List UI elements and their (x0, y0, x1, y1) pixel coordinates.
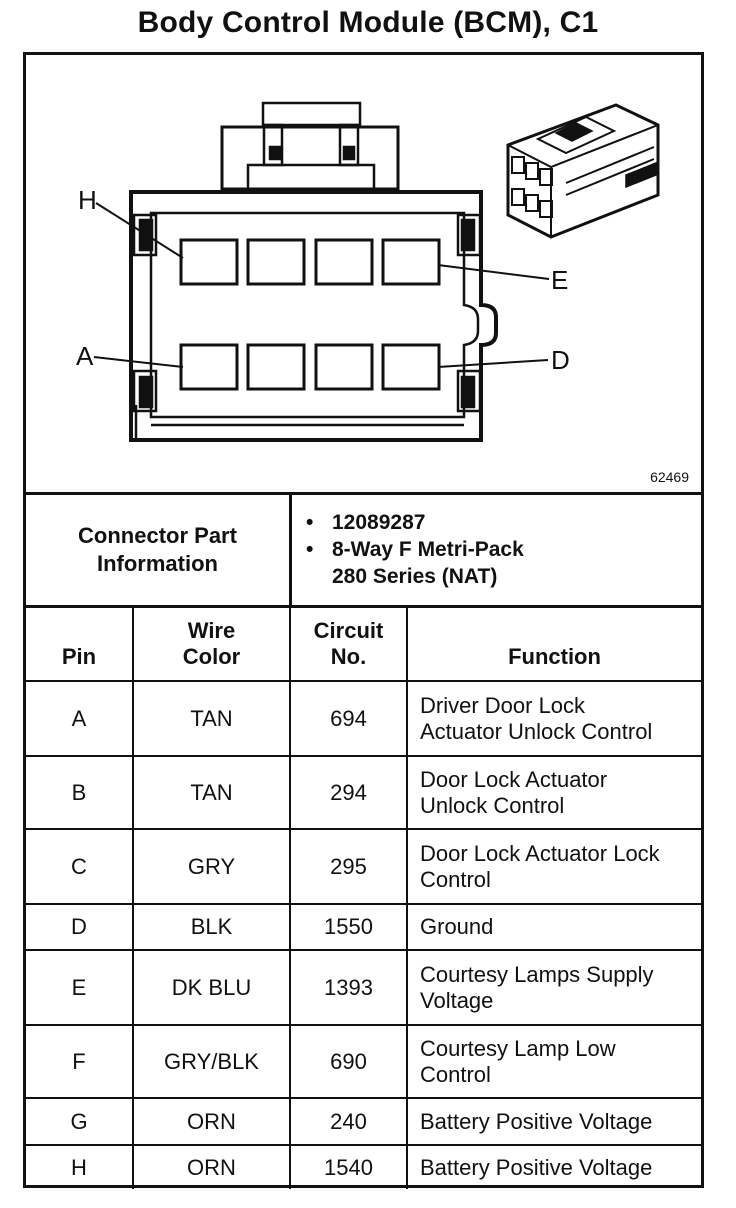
wire-color-cell: GRY (132, 828, 291, 905)
circuit-cell: 240 (289, 1097, 408, 1146)
header-circuit-line1: Circuit (313, 618, 384, 643)
wire-color-cell: DK BLU (132, 949, 291, 1026)
header-wire-line2: Color (182, 644, 241, 669)
circuit-cell: 1550 (289, 903, 408, 951)
connector-face-drawing (93, 101, 660, 442)
header-pin: Pin (26, 608, 134, 682)
function-cell: Battery Positive Voltage (406, 1144, 701, 1189)
pin-cell: D (26, 903, 134, 951)
wire-color-cell: BLK (132, 903, 291, 951)
header-function: Function (406, 608, 701, 682)
circuit-cell: 294 (289, 755, 408, 830)
circuit-cell: 1393 (289, 949, 408, 1026)
circuit-cell: 694 (289, 680, 408, 757)
connector-diagram: H E A D 62469 (26, 55, 701, 495)
connector-info-heading-line1: Connector Part (78, 523, 237, 548)
wire-color-cell: ORN (132, 1144, 291, 1189)
pin-cell: B (26, 755, 134, 830)
header-circuit: Circuit No. (289, 608, 408, 682)
header-wire-color: Wire Color (132, 608, 291, 682)
circuit-cell: 295 (289, 828, 408, 905)
label-h: H (78, 185, 97, 215)
label-e: E (551, 265, 569, 295)
part-number: 12089287 (332, 511, 426, 534)
table-row: D BLK 1550 Ground (26, 903, 701, 951)
connector-sheet: H E A D 62469 Connector Part Information… (23, 52, 704, 1189)
function-cell: Ground (406, 903, 701, 951)
pin-cell: A (26, 680, 134, 757)
header-wire-line1: Wire (187, 618, 236, 643)
pin-cell: C (26, 828, 134, 905)
connector-info-heading-line2: Information (96, 551, 218, 576)
description-line2: 280 Series (NAT) (332, 565, 498, 588)
pinout-table: Pin Wire Color Circuit No. Function A TA… (26, 608, 701, 1189)
pin-cell: F (26, 1024, 134, 1099)
bullet: • (306, 511, 314, 534)
label-d: D (551, 345, 570, 375)
connector-info-details: • 12089287 • 8-Way F Metri-Pack 280 Seri… (306, 509, 524, 590)
page-title: Body Control Module (BCM), C1 (137, 6, 599, 39)
description-line1: 8-Way F Metri-Pack (332, 538, 524, 561)
label-a: A (76, 341, 94, 371)
header-circuit-line2: No. (330, 644, 367, 669)
table-header-row: Pin Wire Color Circuit No. Function (26, 608, 701, 682)
description-item: • 8-Way F Metri-Pack 280 Series (NAT) (306, 536, 524, 590)
pin-cell: H (26, 1144, 134, 1189)
connector-info-heading: Connector Part Information (26, 495, 292, 605)
circuit-cell: 690 (289, 1024, 408, 1099)
wire-color-cell: TAN (132, 755, 291, 830)
wire-color-cell: ORN (132, 1097, 291, 1146)
figure-number: 62469 (650, 469, 689, 485)
connector-part-info: Connector Part Information • 12089287 • … (26, 495, 701, 608)
function-cell: Battery Positive Voltage (406, 1097, 701, 1146)
bullet: • (306, 538, 314, 561)
circuit-cell: 1540 (289, 1144, 408, 1189)
wire-color-cell: GRY/BLK (132, 1024, 291, 1099)
pin-cell: G (26, 1097, 134, 1146)
table-row: H ORN 1540 Battery Positive Voltage (26, 1144, 701, 1189)
part-number-item: • 12089287 (306, 509, 524, 536)
pin-cell: E (26, 949, 134, 1026)
wire-color-cell: TAN (132, 680, 291, 757)
table-row: G ORN 240 Battery Positive Voltage (26, 1097, 701, 1146)
